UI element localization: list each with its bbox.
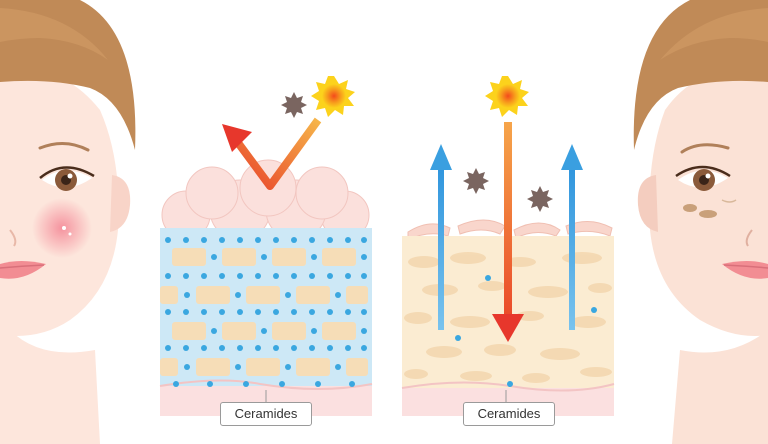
reflected-arrow-icon [222,117,322,190]
sun-icon [311,76,355,117]
healthy-face [0,0,136,444]
sun-icon [485,76,529,117]
ceramides-label-dry: Ceramides [463,402,555,426]
dry-face [633,0,768,444]
pollutant-particle-icon [281,92,307,118]
healthy-skin-block [159,159,373,416]
pollutant-particle-icon [463,168,489,194]
pollutant-particle-icon [527,186,553,212]
moisture-loss-arrow-icon [561,144,583,330]
penetration-arrow-icon [492,122,524,342]
moisture-loss-arrow-icon [430,144,452,330]
ceramides-label-healthy: Ceramides [220,402,312,426]
